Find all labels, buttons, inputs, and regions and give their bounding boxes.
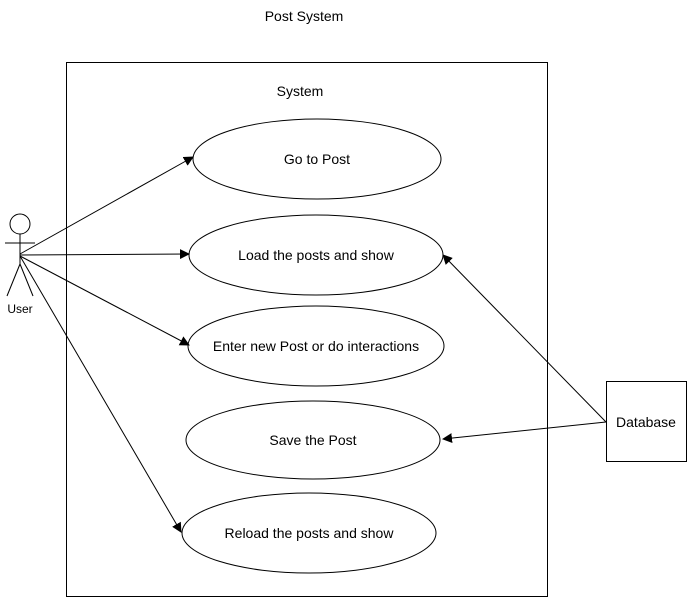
use-case-reload-posts: Reload the posts and show xyxy=(181,492,437,574)
association-user-load-posts xyxy=(19,249,190,260)
association-database-load-posts xyxy=(442,254,607,423)
association-user-reload-posts xyxy=(19,255,182,533)
user-actor-label: User xyxy=(7,302,32,316)
association-user-go-to-post xyxy=(19,156,194,255)
diagram-title: Post System xyxy=(265,8,344,24)
use-case-go-to-post: Go to Post xyxy=(192,118,442,200)
use-case-label: Go to Post xyxy=(284,151,350,167)
use-case-label: Enter new Post or do interactions xyxy=(213,338,419,354)
database-actor-label: Database xyxy=(616,414,676,430)
system-label: System xyxy=(277,83,324,99)
use-case-label: Save the Post xyxy=(269,432,356,448)
association-user-enter-new-post xyxy=(19,255,190,346)
use-case-save-post: Save the Post xyxy=(185,400,441,480)
user-actor-head-icon xyxy=(9,213,31,235)
user-actor: User xyxy=(5,213,35,316)
use-case-label: Load the posts and show xyxy=(238,247,395,263)
use-case-load-posts: Load the posts and show xyxy=(188,214,444,296)
use-case-label: Reload the posts and show xyxy=(225,525,395,541)
database-actor: Database xyxy=(606,381,687,462)
association-database-save-post xyxy=(442,421,607,444)
use-case-enter-new-post: Enter new Post or do interactions xyxy=(187,305,445,387)
